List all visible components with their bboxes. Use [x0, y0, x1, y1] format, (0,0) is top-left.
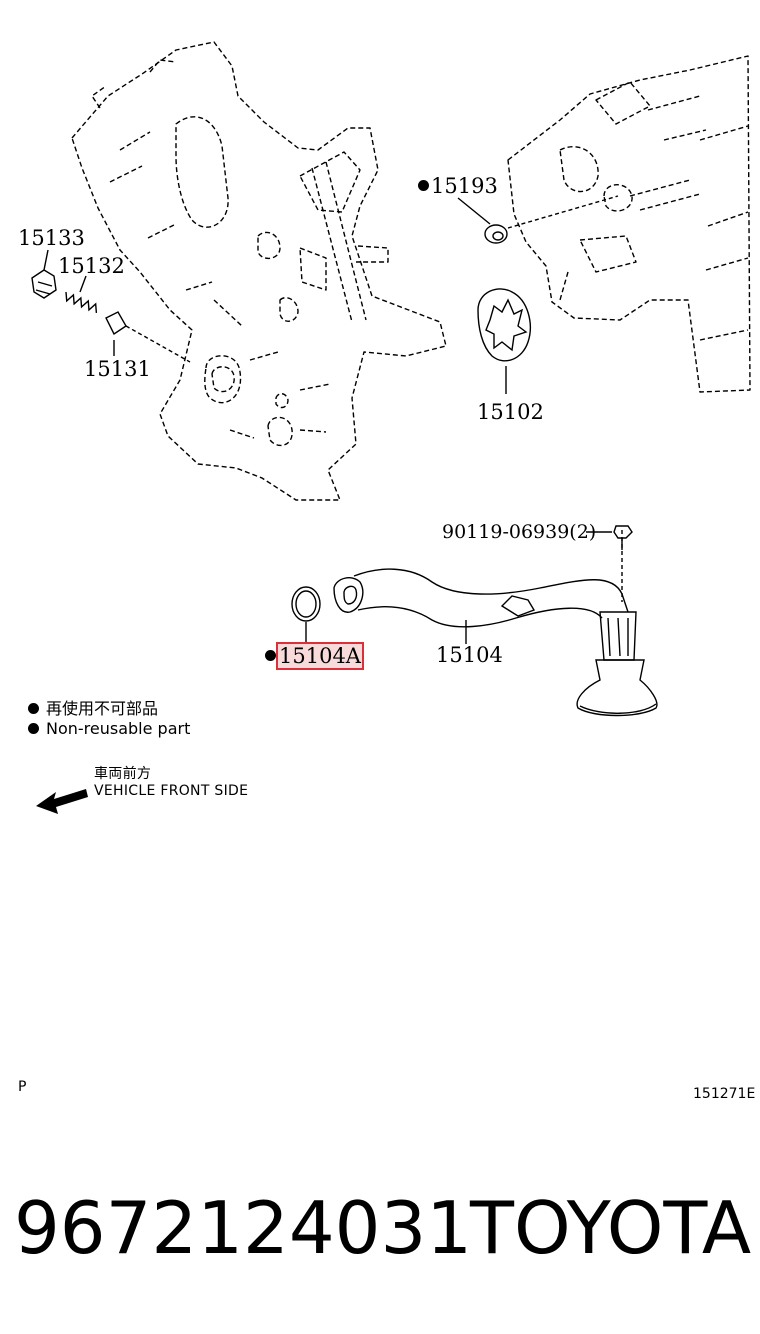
legend-en: Non-reusable part [28, 721, 190, 737]
cylinder-block-drawing [507, 55, 751, 393]
non-reusable-dot-icon [265, 650, 276, 661]
callout-15131: 15131 [84, 357, 151, 381]
gasket-ring [291, 586, 321, 622]
spring [65, 291, 98, 313]
oil-seal [484, 224, 508, 244]
page-code-left: P [18, 1079, 27, 1095]
part-number: 9672124031 [14, 1186, 473, 1270]
callout-15104a-highlight[interactable]: 15104A [276, 642, 364, 670]
parts-diagram [31, 41, 751, 814]
callout-15193-text: 15193 [431, 174, 498, 198]
callout-15193: 15193 [418, 176, 498, 197]
legend-dot-icon [28, 703, 39, 714]
callout-15102: 15102 [477, 400, 544, 424]
callout-15104a[interactable]: 15104A [265, 642, 364, 670]
rotor-outer [477, 288, 531, 362]
diagram-code: 151271E [693, 1086, 756, 1102]
callout-15133: 15133 [18, 226, 85, 250]
legend-jp: 再使用不可部品 [28, 701, 158, 717]
callout-15104: 15104 [436, 643, 503, 667]
bolt [613, 525, 633, 539]
legend-jp-text: 再使用不可部品 [46, 699, 159, 718]
direction-en: VEHICLE FRONT SIDE [94, 783, 249, 799]
timing-cover-drawing [71, 41, 447, 501]
pump-parts [457, 195, 619, 394]
legend-dot-icon [28, 723, 39, 734]
piston [105, 311, 127, 336]
oil-strainer-drawing [291, 525, 658, 717]
legend-en-text: Non-reusable part [46, 719, 191, 738]
brand-name: TOYOTA [470, 1186, 752, 1270]
direction-jp: 車両前方 [94, 766, 152, 782]
relief-valve-parts [31, 249, 191, 363]
front-arrow-icon [36, 789, 88, 814]
callout-90119-06939: 90119-06939(2) [442, 521, 597, 543]
non-reusable-dot-icon [418, 180, 429, 191]
callout-15132: 15132 [58, 254, 125, 278]
